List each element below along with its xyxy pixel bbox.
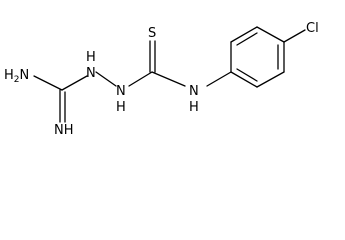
chemical-structure-diagram: H2N NH H N N H S N H Cl [4,21,319,136]
ring-bond-5 [256,71,285,88]
imine-label: NH [54,123,74,136]
ring-bond-2 [230,26,258,43]
amide-n-label: N [189,84,199,99]
bond-c1-n1 [61,75,88,91]
bond-n1-n2 [95,71,117,87]
sulfur-label: S [148,26,156,41]
ring-bond-6 [230,71,258,88]
hydrazine-n2-h-label: H [116,100,126,115]
bond-c1-nh2 [33,75,63,91]
ring-double-inner-1 [236,32,258,46]
bond-n3-ring [206,71,232,87]
bond-n2-c2 [128,71,153,87]
ring-bond-3 [256,26,285,43]
hydrazine-n1-h-label: H [86,50,96,65]
chlorine-label: Cl [306,21,319,36]
ring-double-inner-3 [236,68,258,82]
hydrazine-n2-label: N [116,84,126,99]
amine-label: H2N [4,68,29,85]
amide-n-h-label: H [189,100,199,115]
bond-ring-cl [283,29,306,43]
bond-c2-n3 [151,71,186,87]
hydrazine-n1-label: N [86,66,96,81]
atom-label-group: H2N NH H N N H S N H Cl [4,21,319,136]
bond-group [33,26,306,123]
